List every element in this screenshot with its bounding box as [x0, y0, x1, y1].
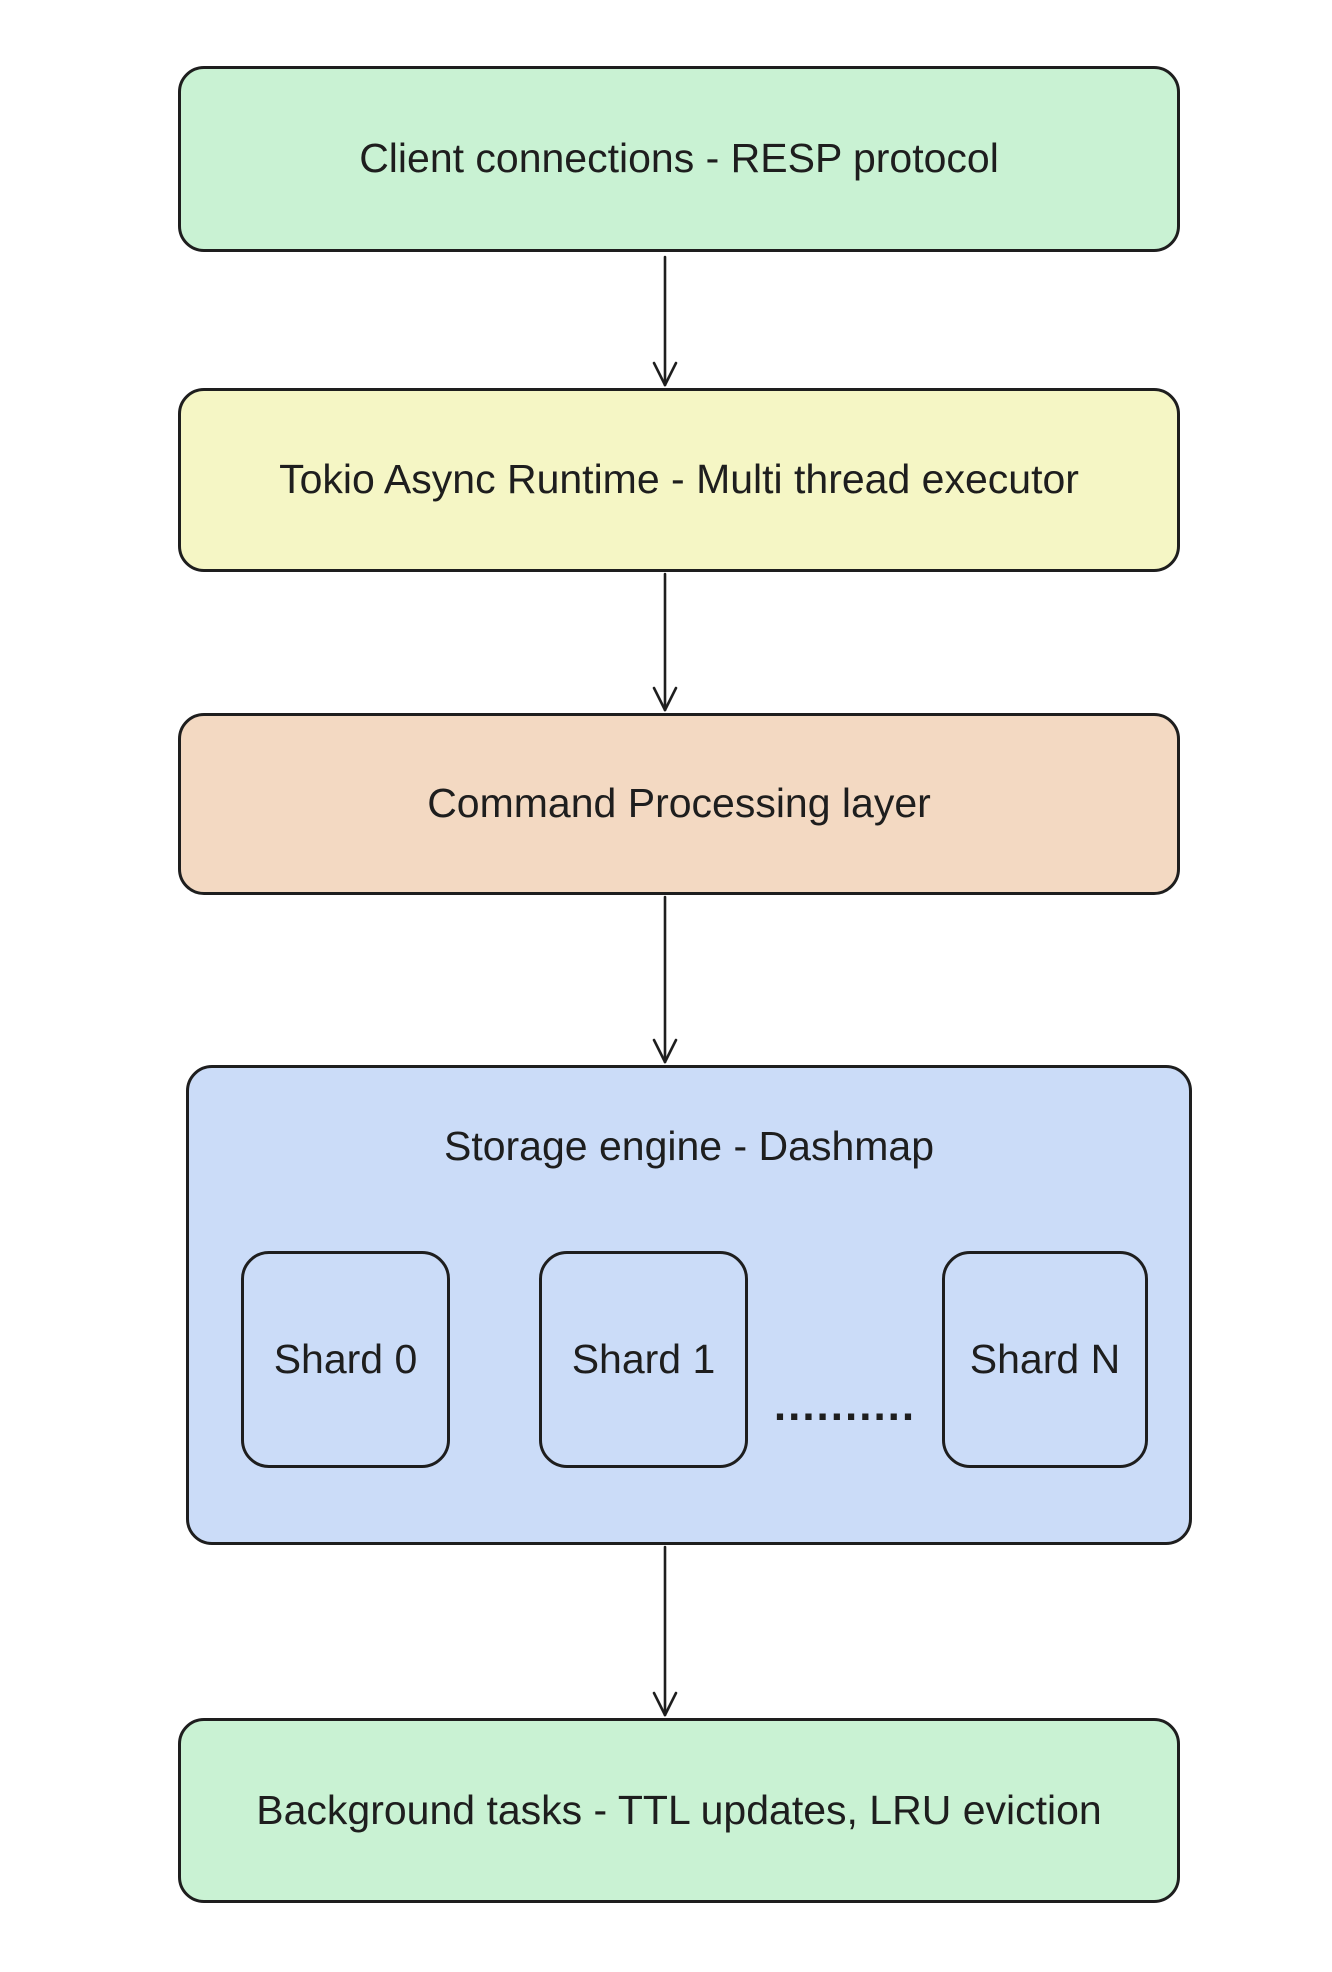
- node-label: Storage engine - Dashmap: [443, 1123, 935, 1169]
- node-label: Background tasks - TTL updates, LRU evic…: [256, 1786, 1102, 1833]
- node-label: Tokio Async Runtime - Multi thread execu…: [279, 456, 1079, 503]
- node-tokio-async-runtime: Tokio Async Runtime - Multi thread execu…: [178, 388, 1180, 572]
- node-shard-n: Shard N: [942, 1251, 1148, 1468]
- ellipsis-dots: ..........: [773, 1381, 917, 1430]
- flow-arrow-down-icon: [652, 255, 678, 387]
- flow-arrow-down-icon: [652, 895, 678, 1064]
- node-label: Command Processing layer: [427, 780, 931, 827]
- shard-label: Shard 0: [273, 1335, 418, 1382]
- node-command-processing: Command Processing layer: [178, 713, 1180, 895]
- shard-label: Shard 1: [571, 1335, 716, 1382]
- flow-arrow-down-icon: [652, 572, 678, 712]
- node-shard-1: Shard 1: [539, 1251, 748, 1468]
- node-shard-0: Shard 0: [241, 1251, 450, 1468]
- node-label: Client connections - RESP protocol: [359, 135, 999, 182]
- node-background-tasks: Background tasks - TTL updates, LRU evic…: [178, 1718, 1180, 1903]
- flow-arrow-down-icon: [652, 1545, 678, 1717]
- node-storage-engine: Storage engine - Dashmap Shard 0 Shard 1…: [186, 1065, 1192, 1545]
- node-client-connections: Client connections - RESP protocol: [178, 66, 1180, 252]
- shard-label: Shard N: [969, 1335, 1121, 1382]
